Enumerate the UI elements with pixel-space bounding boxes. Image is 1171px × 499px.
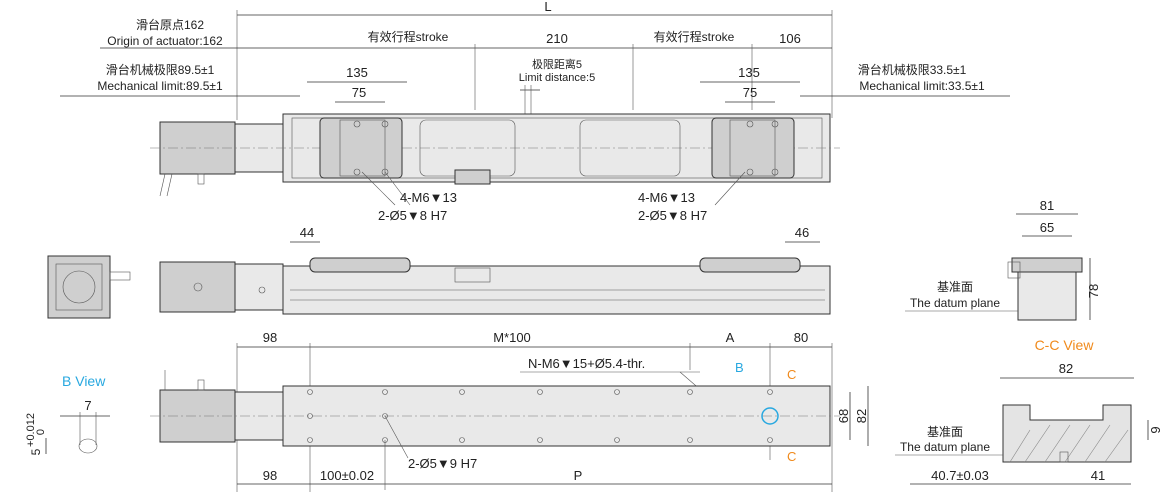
b-view-tol-upper: +0.012 xyxy=(25,413,37,447)
mech-limit-left-cn: 滑台机械极限89.5±1 xyxy=(106,62,215,77)
cc-dim-82: 82 xyxy=(1059,361,1073,376)
dim-A: A xyxy=(726,330,735,345)
b-view-tol-lower: 0 xyxy=(35,429,47,435)
b-view-dim-7: 7 xyxy=(84,398,91,413)
dim-L: L xyxy=(544,0,551,14)
thread-callout-right: 4-M6▼13 xyxy=(638,190,695,205)
dim-100-tol: 100±0.02 xyxy=(320,468,374,483)
cc-dim-9: 9 xyxy=(1148,426,1163,433)
side-view: 44 46 xyxy=(47,225,831,319)
limit-distance-en: Limit distance:5 xyxy=(519,72,595,84)
dim-P: P xyxy=(574,468,583,483)
b-view-title: B View xyxy=(62,373,106,389)
end-view: 81 65 78 基准面 The datum plane xyxy=(905,198,1101,321)
origin-label-cn: 滑台原点162 xyxy=(136,17,204,32)
dim-78: 78 xyxy=(1086,284,1101,298)
c-marker-top: C xyxy=(787,367,796,382)
dim-75-left: 75 xyxy=(352,85,366,100)
end-datum-en: The datum plane xyxy=(910,296,1000,310)
cc-view: C-C View 82 9 基准面 The datum plane 40.7±0… xyxy=(895,337,1163,485)
cc-datum-en: The datum plane xyxy=(900,440,990,454)
dim-44: 44 xyxy=(300,225,314,240)
mech-limit-right-en: Mechanical limit:33.5±1 xyxy=(859,79,985,93)
dim-75-right: 75 xyxy=(743,85,757,100)
dim-M100: M*100 xyxy=(493,330,531,345)
cc-dim-41: 41 xyxy=(1091,468,1105,483)
thread-callout-left: 4-M6▼13 xyxy=(400,190,457,205)
pin-callout-left: 2-Ø5▼8 H7 xyxy=(378,208,447,223)
dim-80: 80 xyxy=(794,330,808,345)
dim-81: 81 xyxy=(1040,198,1054,213)
b-view: B View 7 5 +0.012 0 xyxy=(25,373,110,455)
dim-68: 68 xyxy=(836,409,851,423)
end-datum-cn: 基准面 xyxy=(937,280,973,294)
dim-82-bottom: 82 xyxy=(854,409,869,423)
dim-210: 210 xyxy=(546,31,568,46)
dim-65: 65 xyxy=(1040,220,1054,235)
b-view-dim-5: 5 xyxy=(29,448,43,455)
c-marker-bottom: C xyxy=(787,449,796,464)
stroke-right-label: 有效行程stroke xyxy=(654,29,735,44)
pin-callout-right: 2-Ø5▼8 H7 xyxy=(638,208,707,223)
top-view: L 滑台原点162 Origin of actuator:162 有效行程str… xyxy=(60,0,1010,223)
limit-distance-cn: 极限距离5 xyxy=(532,57,582,71)
b-marker-label: B xyxy=(735,360,744,375)
origin-label-en: Origin of actuator:162 xyxy=(107,34,223,48)
dim-98-top: 98 xyxy=(263,330,277,345)
cc-datum-cn: 基准面 xyxy=(927,425,963,439)
stroke-left-label: 有效行程stroke xyxy=(368,29,449,44)
dim-135-left: 135 xyxy=(346,65,368,80)
dim-135-right: 135 xyxy=(738,65,760,80)
mech-limit-right-cn: 滑台机械极限33.5±1 xyxy=(858,62,967,77)
mech-limit-left-en: Mechanical limit:89.5±1 xyxy=(97,79,223,93)
cc-view-title: C-C View xyxy=(1035,337,1095,353)
dim-106: 106 xyxy=(779,31,801,46)
n-holes-callout: N-M6▼15+Ø5.4-thr. xyxy=(528,356,645,371)
dim-46: 46 xyxy=(795,225,809,240)
bottom-view: 98 M*100 A 80 N-M6▼15+Ø5.4-thr. B C C xyxy=(150,330,869,492)
cc-dim-40-7: 40.7±0.03 xyxy=(931,468,989,483)
b-view-marker-circle xyxy=(761,407,779,425)
pin-holes-callout: 2-Ø5▼9 H7 xyxy=(408,456,477,471)
dim-98-bottom: 98 xyxy=(263,468,277,483)
